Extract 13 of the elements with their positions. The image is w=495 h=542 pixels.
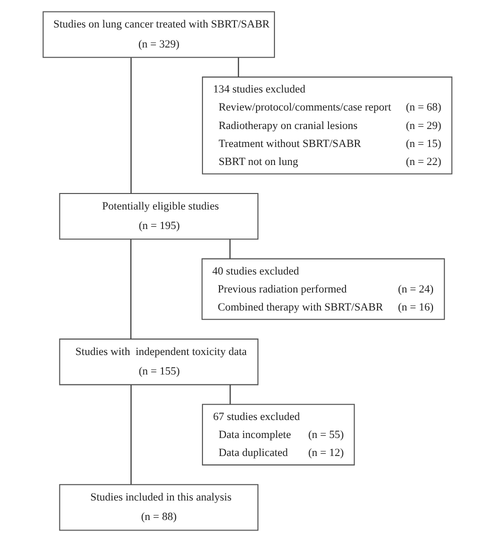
- connector: [238, 58, 240, 77]
- connector: [229, 239, 231, 259]
- connector: [130, 384, 132, 484]
- connector: [130, 58, 132, 194]
- node-box: Potentially eligible studies (n = 195): [59, 193, 258, 240]
- node-box: 40 studies excluded Previous radiation performed (n = 24) Combined therapy with SBRT/SABR (n = 16): [202, 258, 445, 320]
- connector: [230, 384, 231, 404]
- node-box: 67 studies excluded Data incomplete (n = 55) Data duplicated (n = 12): [202, 404, 355, 466]
- node-box: 134 studies excluded Review/protocol/comments/case report (n = 68) Radiotherapy on cranial lesions (n = 29) Treatment without SBRT/SABR (n = 15) SBRT not on lung (n = 22): [202, 76, 452, 174]
- node-box: Studies included in this analysis (n = 88): [59, 484, 258, 531]
- node-box: Studies with independent toxicity data (n = 155): [59, 338, 258, 386]
- node-box: Studies on lung cancer treated with SBRT/SABR (n = 329): [42, 11, 275, 58]
- connector: [130, 239, 132, 339]
